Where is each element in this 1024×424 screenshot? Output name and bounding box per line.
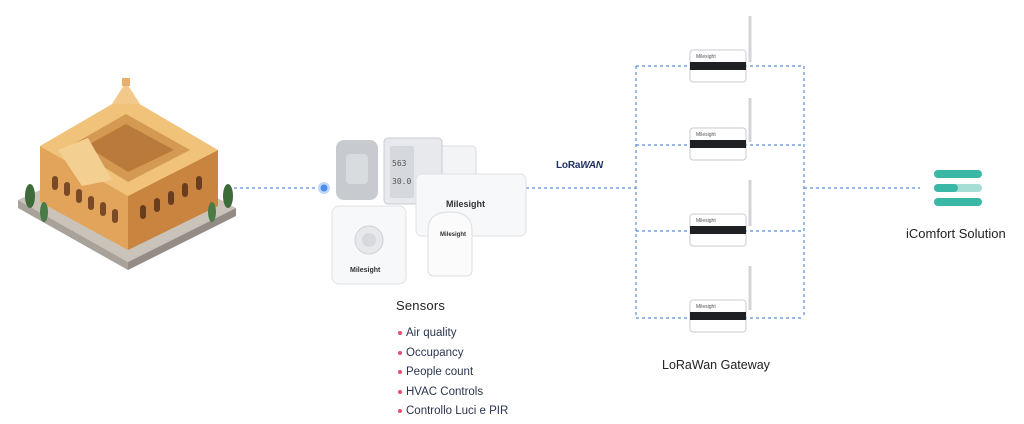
sensors-title: Sensors xyxy=(396,298,446,313)
list-item: Occupancy xyxy=(398,346,508,366)
gateway-device-icon: Milesight xyxy=(689,98,752,161)
node-dot-icon xyxy=(318,182,330,194)
bullet-icon xyxy=(398,370,402,374)
svg-text:30.0: 30.0 xyxy=(392,177,411,186)
list-item: Controllo Luci e PIR xyxy=(398,404,508,424)
bullet-icon xyxy=(398,350,402,355)
svg-text:Milesight: Milesight xyxy=(350,267,381,274)
svg-text:Milesight: Milesight xyxy=(696,54,716,60)
svg-text:Milesight: Milesight xyxy=(696,132,716,138)
sensor-feature-list: Air quality Occupancy People count HVAC … xyxy=(398,326,508,424)
lorawan-logo: LoRaWAN xyxy=(556,160,603,171)
icomfort-logo-icon xyxy=(934,170,982,206)
gateway-title: LoRaWan Gateway xyxy=(662,358,770,372)
bullet-icon xyxy=(398,409,402,413)
list-item: Air quality xyxy=(398,326,508,346)
bullet-icon xyxy=(398,331,402,335)
solution-title: iComfort Solution xyxy=(906,226,1006,241)
lorawan-logo-lora: LoRa xyxy=(556,160,581,171)
list-item: People count xyxy=(398,365,508,385)
historic-building-icon xyxy=(18,78,236,270)
svg-text:Milesight: Milesight xyxy=(446,199,485,209)
list-item: HVAC Controls xyxy=(398,385,508,405)
svg-text:Milesight: Milesight xyxy=(696,218,716,224)
svg-text:563: 563 xyxy=(392,159,407,168)
svg-text:Milesight: Milesight xyxy=(696,304,716,310)
sensors-devices-icon: 563 30.0 Milesight Milesight Milesight xyxy=(331,137,527,285)
svg-text:Milesight: Milesight xyxy=(440,232,466,238)
gateway-device-icon: Milesight xyxy=(689,180,752,247)
bullet-icon xyxy=(398,389,402,394)
gateway-device-icon: Milesight xyxy=(689,16,752,83)
lorawan-logo-wan: WAN xyxy=(580,160,603,171)
gateway-device-icon: Milesight xyxy=(689,266,752,333)
